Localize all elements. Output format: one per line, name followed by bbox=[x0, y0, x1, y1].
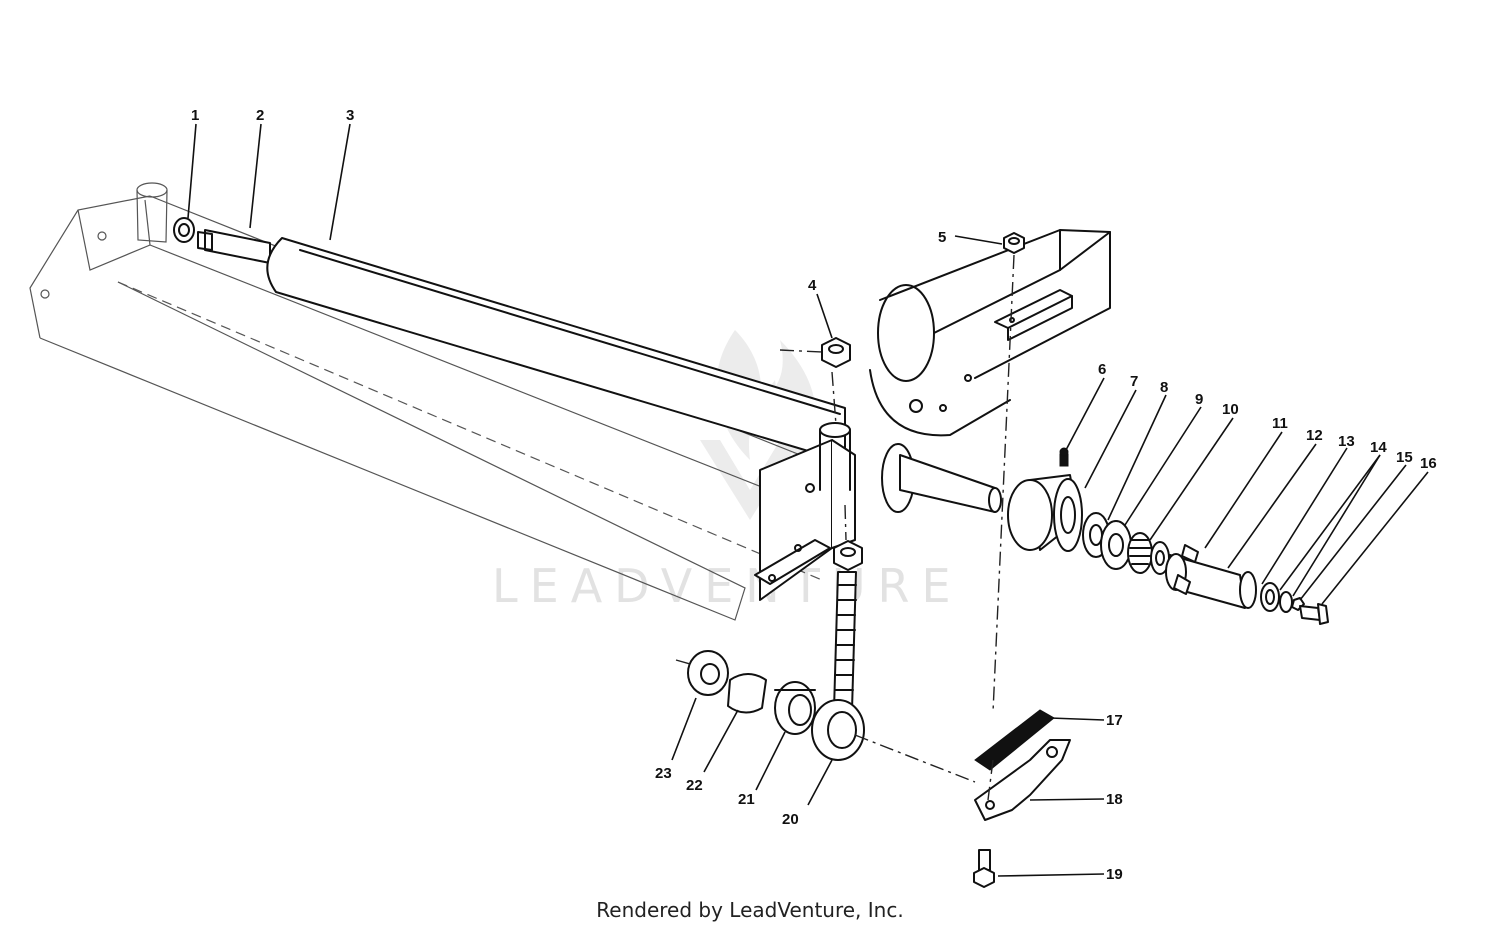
callout-7: 7 bbox=[1130, 373, 1138, 390]
callout-19: 19 bbox=[1106, 866, 1123, 883]
right-bracket bbox=[754, 422, 856, 601]
center-lines bbox=[675, 254, 1015, 801]
bearing-stack bbox=[1082, 512, 1329, 625]
frame-housing bbox=[869, 229, 1111, 437]
bearing-housing-7 bbox=[1007, 474, 1083, 552]
callout-22: 22 bbox=[686, 777, 703, 794]
callout-4: 4 bbox=[808, 277, 817, 294]
callout-8: 8 bbox=[1160, 379, 1168, 396]
callout-13: 13 bbox=[1338, 433, 1355, 450]
callout-14: 14 bbox=[1370, 439, 1387, 456]
callout-23: 23 bbox=[655, 765, 672, 782]
grease-fitting-6 bbox=[1059, 447, 1069, 467]
callout-10: 10 bbox=[1222, 401, 1239, 418]
callout-20: 20 bbox=[782, 811, 799, 828]
callout-16: 16 bbox=[1420, 455, 1437, 472]
callout-12: 12 bbox=[1306, 427, 1323, 444]
eye-bolt-assembly bbox=[687, 540, 865, 761]
callout-15: 15 bbox=[1396, 449, 1413, 466]
nut-1 bbox=[173, 217, 195, 243]
callout-11: 11 bbox=[1272, 415, 1288, 432]
callout-3: 3 bbox=[346, 107, 354, 124]
shaft bbox=[881, 443, 1002, 513]
mount-pad-assembly bbox=[973, 709, 1071, 888]
callouts: 1 2 3 4 5 6 7 8 9 10 11 12 13 14 15 16 1… bbox=[191, 107, 1437, 883]
callout-5: 5 bbox=[938, 229, 946, 246]
credit-text: Rendered by LeadVenture, Inc. bbox=[596, 898, 904, 922]
roller-assembly bbox=[197, 229, 846, 463]
callout-6: 6 bbox=[1098, 361, 1106, 378]
callout-9: 9 bbox=[1195, 391, 1203, 408]
callout-17: 17 bbox=[1106, 712, 1123, 729]
callout-18: 18 bbox=[1106, 791, 1123, 808]
callout-1: 1 bbox=[191, 107, 199, 124]
nut-5 bbox=[1003, 232, 1025, 254]
callout-2: 2 bbox=[256, 107, 264, 124]
watermark-text: LEADVENTURE bbox=[492, 559, 963, 613]
nut-4 bbox=[821, 337, 851, 368]
callout-21: 21 bbox=[738, 791, 755, 808]
leader-lines bbox=[187, 123, 1429, 877]
